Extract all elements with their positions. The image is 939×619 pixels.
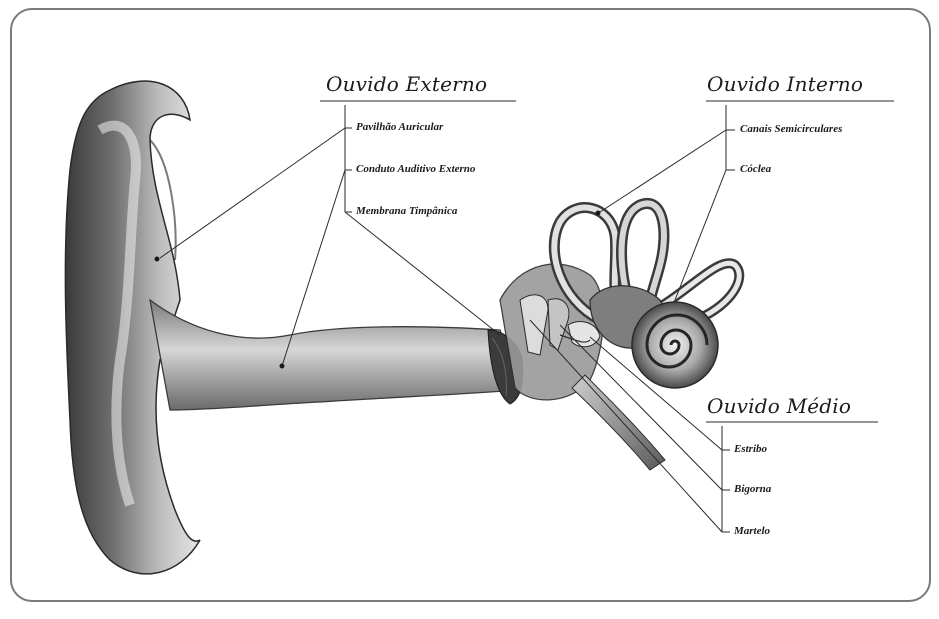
label-pavilhao-auricular: Pavilhão Auricular [356, 121, 443, 133]
interno-title: Ouvido Interno [707, 72, 863, 96]
label-membrana-timpanica: Membrana Timpânica [356, 205, 457, 217]
ear-canal-shape [150, 300, 520, 410]
label-estribo: Estribo [734, 443, 767, 455]
label-martelo: Martelo [734, 525, 770, 537]
medio-title: Ouvido Médio [707, 394, 851, 418]
label-bigorna: Bigorna [734, 483, 771, 495]
label-canais-semicirculares: Canais Semicirculares [740, 123, 842, 135]
externo-leaders [160, 101, 516, 366]
label-conduto-auditivo-externo: Conduto Auditivo Externo [356, 163, 475, 175]
externo-title: Ouvido Externo [326, 72, 487, 96]
label-coclea: Cóclea [740, 163, 771, 175]
